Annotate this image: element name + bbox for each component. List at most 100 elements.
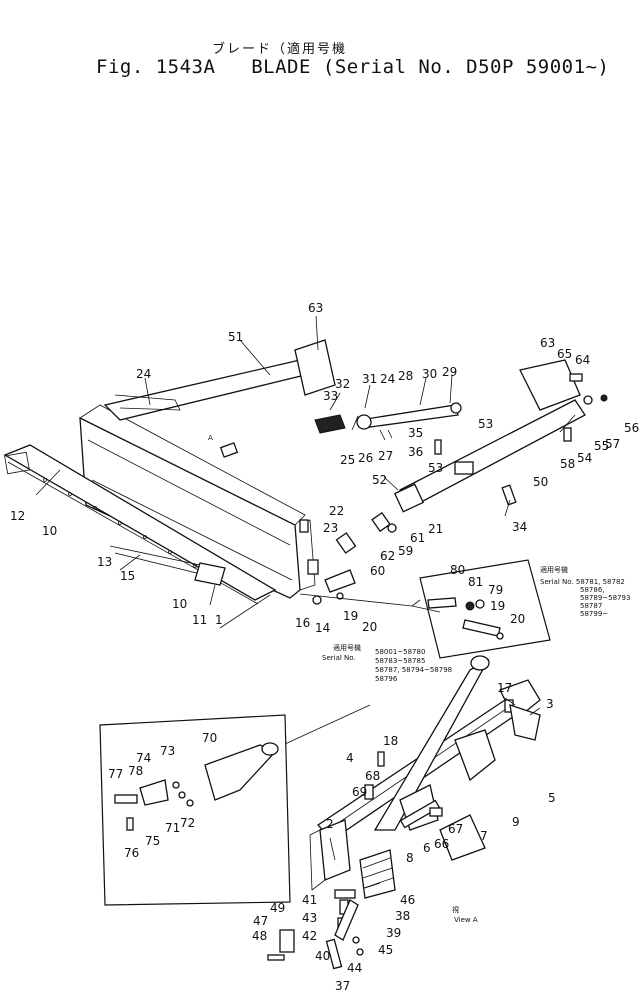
callout-21: 21 [428,522,443,536]
figure-part-name: BLADE [251,56,311,78]
tilt-cylinder [314,402,462,441]
inset-box-joint [99,704,371,906]
figure-number: Fig. 1543A [96,56,216,78]
callout-12: 12 [10,509,25,523]
callout-41: 41 [302,893,317,907]
serial-note-line: 58796 [375,675,398,683]
view-a-caption: View A [454,916,478,924]
callout-22: 22 [329,504,344,518]
callout-14: 14 [315,621,330,635]
left-push-arm [103,339,336,421]
callout-79: 79 [488,583,503,597]
callout-4: 4 [346,751,354,765]
callout-71: 71 [165,821,180,835]
callout-37: 37 [335,979,350,992]
callout-33: 33 [323,389,338,403]
callout-42: 42 [302,929,317,943]
callout-27: 27 [378,449,393,463]
callout-64: 64 [575,353,590,367]
callout-51: 51 [228,330,243,344]
callout-35: 35 [408,426,423,440]
serial-note-line: 58787, 58794~58798 [375,666,452,674]
callout-20: 20 [510,612,525,626]
callout-26: 26 [358,451,373,465]
callout-11: 11 [192,613,207,627]
callout-24: 24 [136,367,151,381]
figure-serial-range: (Serial No. D50P 59001~) [322,56,610,78]
figure-title: Fig. 1543A BLADE (Serial No. D50P 59001~… [96,56,609,78]
callout-29: 29 [442,365,457,379]
callout-63: 63 [540,336,555,350]
callout-16: 16 [295,616,310,630]
callout-53: 53 [478,417,493,431]
serial-note-middle: 適用号機 Serial No. 58001~58780 58783~58785 … [322,643,452,683]
callout-81: 81 [468,575,483,589]
title-japanese: ブレード（適用号機 [212,42,348,57]
view-a-labels: A 視 View A [208,434,478,924]
serial-note-line: 58001~58780 [375,648,425,656]
callout-66: 66 [434,837,449,851]
callout-75: 75 [145,834,160,848]
callout-63: 63 [308,301,323,315]
serial-note-line: 58789~58793 [580,594,630,602]
callout-77: 77 [108,767,123,781]
callout-3: 3 [546,697,554,711]
serial-note-line: Serial No. 58781, 58782 [540,578,625,586]
upper-small-parts [219,373,608,605]
callout-58: 58 [560,457,575,471]
callout-10: 10 [42,524,57,538]
callout-1: 1 [215,613,223,627]
callout-23: 23 [323,521,338,535]
callout-59: 59 [398,544,413,558]
callout-48: 48 [252,929,267,943]
callout-49: 49 [270,901,285,915]
right-push-arm [393,359,586,513]
callout-53: 53 [428,461,443,475]
callout-31: 31 [362,372,377,386]
callout-8: 8 [406,851,414,865]
callout-39: 39 [386,926,401,940]
callout-78: 78 [128,764,143,778]
serial-note-line: 58799~ [580,610,608,618]
callout-7: 7 [480,829,488,843]
callout-18: 18 [383,734,398,748]
serial-note-upper-right: 適用号機 Serial No. 58781, 58782 58786, 5878… [540,565,630,618]
callout-44: 44 [347,961,362,975]
callout-54: 54 [577,451,592,465]
callout-leaders [35,315,576,889]
callout-47: 47 [253,914,268,928]
callout-numbers: 63 51 24 32 31 24 28 30 29 33 25 26 27 3… [10,301,639,992]
callout-25: 25 [340,453,355,467]
callout-34: 34 [512,520,527,534]
callout-80: 80 [450,563,465,577]
serial-note-header: 適用号機 [540,565,568,574]
callout-50: 50 [533,475,548,489]
callout-55: 55 [594,439,609,453]
callout-5: 5 [548,791,556,805]
callout-2: 2 [326,817,334,831]
callout-70: 70 [202,731,217,745]
inset-box-pin-kit [299,559,551,659]
callout-76: 76 [124,846,139,860]
callout-65: 65 [557,347,572,361]
callout-67: 67 [448,822,463,836]
callout-9: 9 [512,815,520,829]
callout-69: 69 [352,785,367,799]
callout-61: 61 [410,531,425,545]
callout-36: 36 [408,445,423,459]
callout-6: 6 [423,841,431,855]
callout-60: 60 [370,564,385,578]
callout-10: 10 [172,597,187,611]
serial-note-line: 58787 [580,602,602,610]
view-a-jp: 視 [452,905,459,914]
callout-17: 17 [497,681,512,695]
callout-52: 52 [372,473,387,487]
callout-43: 43 [302,911,317,925]
serial-note-line: Serial No. [322,654,356,662]
callout-45: 45 [378,943,393,957]
callout-46: 46 [400,893,415,907]
serial-note-line: 58786, [580,586,605,594]
callout-28: 28 [398,369,413,383]
